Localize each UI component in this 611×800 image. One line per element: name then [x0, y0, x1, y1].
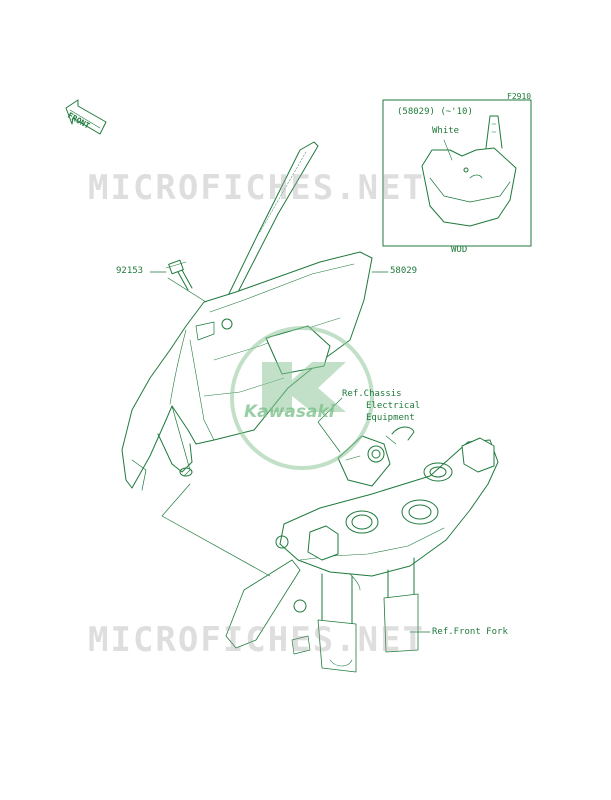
- kawasaki-logo-text: Kawasaki: [244, 402, 335, 422]
- inset-color-label: White: [432, 126, 460, 136]
- front-arrow-icon: [65, 99, 107, 135]
- ref-chassis-line2: Electrical: [366, 401, 421, 411]
- callout-92153: 92153: [116, 266, 144, 276]
- ref-chassis-line1: Ref.Chassis: [342, 389, 402, 399]
- inset-model-label: WOD: [451, 245, 468, 255]
- site-watermark-top: MICROFICHES.NET: [88, 168, 426, 208]
- kawasaki-logo-watermark: [230, 326, 374, 470]
- front-fork-assembly: [225, 437, 499, 673]
- inset-number-plate: [421, 115, 517, 227]
- site-watermark-bottom: MICROFICHES.NET: [88, 620, 426, 660]
- inset-reference: (58029) (~'10): [397, 107, 473, 117]
- inset-frame: [382, 99, 532, 247]
- bolt-92153: [165, 259, 193, 291]
- figure-code: F2910: [507, 92, 532, 101]
- connector-unit: [337, 426, 415, 487]
- ref-chassis-line3: Equipment: [366, 413, 415, 423]
- ref-front-fork: Ref.Front Fork: [432, 627, 508, 637]
- cover-strap: [223, 141, 319, 305]
- callout-58029: 58029: [390, 266, 418, 276]
